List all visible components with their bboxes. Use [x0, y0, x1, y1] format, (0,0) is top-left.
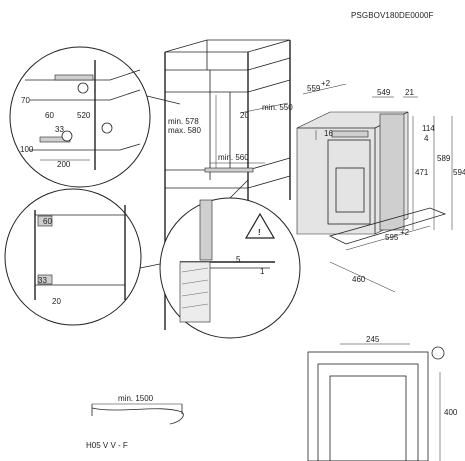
dim-559-tol: +2 [321, 79, 331, 88]
c1-marker-2 [61, 130, 73, 142]
c1-shelf-bot [30, 143, 141, 151]
cab-max580: max. 580 [168, 126, 201, 135]
dim-594: 594 [453, 168, 465, 177]
oven-frame [379, 113, 405, 231]
cable-min1500: min. 1500 [118, 394, 154, 403]
c1-d33: 33 [55, 125, 64, 134]
c1-d60: 60 [45, 111, 54, 120]
c1-bracket-top [54, 74, 94, 81]
c1-marker-3 [101, 122, 113, 134]
dim-114: 114 [422, 124, 435, 133]
cabinet-inner [209, 70, 231, 180]
shelf-support [204, 167, 254, 173]
detail-circle-2: 60 33 20 [4, 188, 171, 326]
circle-2-outline [4, 188, 142, 326]
cab-min578: min. 578 [168, 117, 199, 126]
dim-595-line [345, 225, 431, 251]
dim-589: 589 [437, 154, 451, 163]
cab-min560: min. 560 [218, 153, 249, 162]
dim-460-line [329, 261, 396, 293]
c1-d520: 520 [77, 111, 91, 120]
oven-door [327, 139, 371, 225]
c1-marker-1 [77, 82, 89, 94]
c2-d33: 33 [38, 276, 47, 285]
warning-mark: ! [258, 228, 261, 237]
bv-d245: 245 [366, 335, 380, 344]
circle-3-leader [229, 179, 249, 199]
dim-460: 460 [352, 275, 366, 284]
oven-window [335, 167, 365, 213]
c2-d20: 20 [52, 297, 61, 306]
oven-base [328, 207, 447, 245]
circle-1-leader [146, 95, 181, 105]
detail-circle-3: 5 1 ! [159, 179, 301, 339]
c1-d100: 100 [20, 145, 34, 154]
cab-min550-line [239, 102, 289, 114]
c2-d60: 60 [43, 217, 52, 226]
dim-16: 16 [324, 129, 333, 138]
c3-d5: 5 [236, 255, 241, 264]
oven-dimension-view: 559 +2 549 21 16 114 4 589 594 471 595 +… [296, 79, 465, 293]
back-view: 245 400 [307, 335, 458, 461]
bv-cavity [329, 375, 407, 461]
c1-d70: 70 [21, 96, 30, 105]
c1-shelf-top [25, 69, 141, 81]
c3-wood-hatching [181, 267, 209, 309]
cable-wire [91, 407, 184, 425]
cab-min550: min. 550 [262, 103, 293, 112]
c2-block-bot [37, 274, 53, 285]
circle-1-outline [9, 46, 151, 188]
oven-control-panel [331, 130, 369, 138]
cab-d20: 20 [240, 111, 249, 120]
shelf-4 [165, 175, 291, 189]
c3-oven-edge [199, 199, 213, 261]
c2-block-top [37, 215, 53, 227]
dim-4: 4 [424, 134, 429, 143]
c1-d200: 200 [57, 160, 71, 169]
bv-inner [317, 363, 419, 461]
c3-d1: 1 [260, 267, 265, 276]
detail-circle-1: 70 60 520 33 100 200 [9, 46, 181, 188]
shelf-1 [165, 57, 291, 71]
shelf-2 [165, 79, 291, 93]
dim-559-line [302, 83, 347, 95]
cable-diagram: min. 1500 H05 V V - F [86, 394, 184, 450]
c1-shelf-mid [30, 89, 141, 101]
dim-595: 595 [385, 233, 399, 242]
bv-d400: 400 [444, 408, 458, 417]
bv-marker [431, 346, 445, 360]
dim-471: 471 [415, 168, 429, 177]
cable-type: H05 V V - F [86, 441, 128, 450]
document-code: PSGBOV180DE0000F [351, 11, 434, 20]
c3-wood [179, 261, 211, 323]
dim-549: 549 [377, 88, 391, 97]
dim-21: 21 [405, 88, 414, 97]
dim-559: 559 [307, 84, 321, 93]
bv-outer [307, 351, 429, 461]
warning-icon [244, 212, 276, 239]
cabinet-top [164, 39, 291, 53]
dim-595-tol: +2 [400, 228, 410, 237]
